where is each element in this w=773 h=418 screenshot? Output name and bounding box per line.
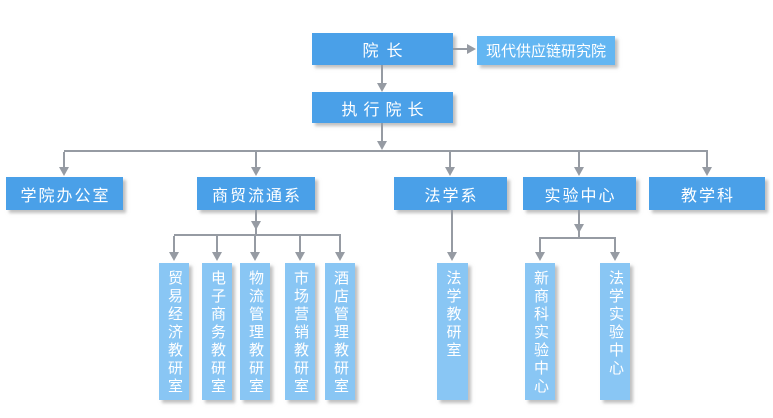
- node-marketing-office: 市场营销教研室: [285, 263, 315, 400]
- drop-office-arrow-icon: [59, 167, 69, 176]
- node-trade-economics-office: 贸易经济教研室: [159, 263, 189, 400]
- lab-drop-1-line: [539, 239, 541, 253]
- node-experiment-center: 实验中心: [523, 177, 636, 210]
- connector-dean-exec-line: [381, 65, 383, 85]
- drop-office-line: [63, 152, 65, 168]
- trade-subtree-rail: [174, 234, 341, 236]
- lab-drop-2-arrow-icon: [610, 252, 620, 261]
- connector-exec-rail-line: [381, 123, 383, 144]
- law-drop-arrow-icon: [447, 252, 457, 261]
- node-law-research-office: 法学教研室: [437, 263, 468, 400]
- trade-drop-5-line: [339, 236, 341, 253]
- lab-subtree-stem-arrow-icon: [574, 224, 584, 233]
- drop-lab-line: [578, 152, 580, 168]
- drop-law-line: [449, 152, 451, 168]
- law-drop-line: [451, 210, 453, 253]
- trade-drop-2-arrow-icon: [212, 252, 222, 261]
- node-hotel-management-office: 酒店管理教研室: [325, 263, 355, 400]
- trade-drop-4-line: [299, 236, 301, 253]
- drop-trade-line: [255, 152, 257, 168]
- connector-dean-exec-arrow-icon: [377, 83, 387, 92]
- node-new-business-lab: 新商科实验中心: [525, 263, 555, 400]
- trade-drop-2-line: [216, 236, 218, 253]
- connector-exec-rail-arrow-icon: [377, 141, 387, 150]
- connector-main-rail: [64, 150, 708, 152]
- node-dean: 院长: [312, 33, 453, 65]
- trade-drop-3-line: [254, 236, 256, 253]
- trade-drop-3-arrow-icon: [250, 252, 260, 261]
- drop-lab-arrow-icon: [574, 167, 584, 176]
- drop-teaching-arrow-icon: [702, 167, 712, 176]
- node-ecommerce-office: 电子商务教研室: [202, 263, 232, 400]
- node-college-office: 学院办公室: [6, 177, 123, 210]
- node-supply-chain-institute: 现代供应链研究院: [477, 36, 615, 65]
- node-executive-dean: 执行院长: [312, 92, 453, 123]
- trade-subtree-stem-arrow-icon: [251, 221, 261, 230]
- node-teaching-section: 教学科: [649, 177, 765, 210]
- trade-drop-5-arrow-icon: [335, 252, 345, 261]
- node-law-dept: 法学系: [394, 177, 507, 210]
- node-law-lab: 法学实验中心: [600, 263, 630, 400]
- trade-drop-1-line: [173, 236, 175, 253]
- node-trade-circulation-dept: 商贸流通系: [197, 177, 315, 210]
- trade-drop-1-arrow-icon: [169, 252, 179, 261]
- connector-dean-institute-line: [453, 48, 469, 50]
- drop-trade-arrow-icon: [251, 167, 261, 176]
- lab-subtree-stem-line: [578, 210, 580, 237]
- connector-dean-institute-arrow-icon: [467, 44, 476, 54]
- lab-subtree-rail: [539, 237, 616, 239]
- lab-drop-1-arrow-icon: [535, 252, 545, 261]
- drop-teaching-line: [706, 152, 708, 168]
- trade-drop-4-arrow-icon: [295, 252, 305, 261]
- lab-drop-2-line: [614, 239, 616, 253]
- drop-law-arrow-icon: [445, 167, 455, 176]
- node-logistics-office: 物流管理教研室: [240, 263, 270, 400]
